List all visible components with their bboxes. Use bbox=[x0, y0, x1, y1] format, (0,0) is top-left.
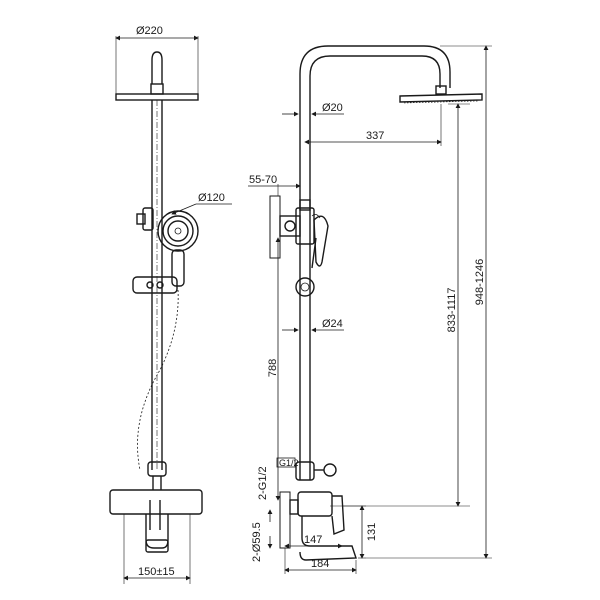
small-thread-label: G1/2 bbox=[279, 458, 299, 468]
head-diameter-label: Ø220 bbox=[136, 25, 163, 37]
spout-depth-dimension: 184 bbox=[284, 548, 357, 574]
top-pipe-diameter-dimension: Ø20 bbox=[282, 102, 344, 117]
shower-arm-outer bbox=[299, 45, 451, 480]
hand-diameter-dimension: Ø120 bbox=[171, 192, 232, 215]
mixer-body-front bbox=[109, 489, 203, 553]
spacing-dimension: 150±15 bbox=[123, 514, 191, 584]
body-depth-dimension: 147 bbox=[284, 534, 343, 549]
front-view: Ø220 bbox=[109, 25, 232, 584]
spacing-label: 150±15 bbox=[138, 566, 175, 578]
mid-pipe-diameter-dimension: Ø24 bbox=[282, 318, 344, 333]
arm-length-label: 337 bbox=[366, 130, 384, 142]
spout-height-label: 131 bbox=[366, 523, 378, 541]
wall-offset-dimension: 55-70 bbox=[248, 174, 301, 196]
wall-offset-label: 55-70 bbox=[249, 174, 277, 186]
diverter-front bbox=[147, 461, 167, 490]
side-view: Ø20 337 55-70 bbox=[248, 45, 492, 574]
arm-length-dimension: 337 bbox=[304, 104, 442, 146]
rain-shower-head-front bbox=[115, 51, 199, 101]
hand-diameter-label: Ø120 bbox=[198, 192, 225, 204]
head-height-inner-dimension: 833-1117 bbox=[342, 103, 470, 507]
body-depth-label: 147 bbox=[304, 534, 322, 546]
head-height-outer-label: 948-1246 bbox=[474, 259, 486, 306]
hand-shower-front bbox=[157, 210, 199, 287]
spout-depth-label: 184 bbox=[311, 558, 329, 570]
hose-front bbox=[137, 289, 179, 471]
hand-shower-holder-front bbox=[132, 207, 178, 294]
head-height-outer-dimension: 948-1246 bbox=[366, 45, 492, 559]
head-diameter-dimension: Ø220 bbox=[115, 25, 199, 96]
rain-shower-head-side bbox=[399, 85, 483, 104]
lower-thread-label: 2-Ø59.5 bbox=[251, 522, 263, 562]
top-pipe-diameter-label: Ø20 bbox=[322, 102, 343, 114]
slider-side bbox=[295, 277, 315, 297]
diverter-side: G1/2 bbox=[276, 457, 337, 481]
upper-thread-label: 2-G1/2 bbox=[257, 466, 269, 500]
rail-height-label: 788 bbox=[267, 359, 279, 377]
rail-height-dimension: 788 bbox=[267, 237, 281, 501]
head-height-inner-label: 833-1117 bbox=[446, 288, 458, 333]
mixer-body-side bbox=[279, 491, 357, 561]
upper-wall-bracket bbox=[269, 195, 315, 259]
hand-shower-side bbox=[311, 214, 329, 269]
shower-arm-inner bbox=[309, 55, 441, 480]
mid-pipe-diameter-label: Ø24 bbox=[322, 318, 343, 330]
